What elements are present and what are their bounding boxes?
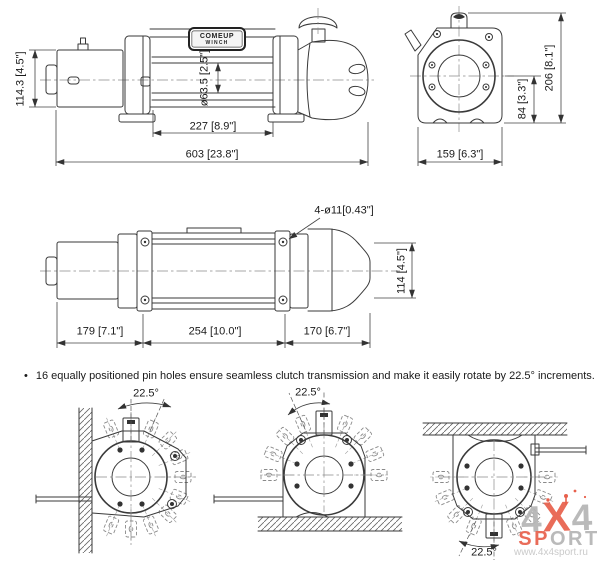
note-bullet: •	[24, 370, 28, 382]
dim-top-mount-holes: 4-ø11[0.43"]	[314, 204, 374, 217]
dim-top-gear-length: 170 [6.7"]	[303, 325, 351, 338]
watermark-splatter	[546, 489, 587, 505]
dim-top-width: 114 [4.5"]	[395, 248, 408, 294]
top-view-drawing	[40, 227, 400, 312]
dim-front-center-height: 84 [3.3"]	[516, 78, 529, 120]
comeup-winch-badge: COMEUP WINCH	[188, 27, 246, 51]
watermark-sport-gray: ORT	[549, 528, 600, 550]
angle-label-ceiling-mount: 22.5°	[471, 546, 497, 559]
badge-product-text: WINCH	[205, 39, 229, 46]
dim-front-overall-height: 206 [8.1"]	[543, 44, 556, 92]
rotation-diagram-wall-mount	[35, 396, 196, 554]
angle-label-wall-mount: 22.5°	[133, 387, 159, 400]
badge-brand-text: COMEUP	[199, 32, 235, 40]
dim-front-width: 159 [6.3"]	[436, 148, 484, 161]
rotation-diagram-ceiling-mount	[422, 422, 587, 560]
rotation-diagram-floor-mount	[213, 392, 403, 532]
dim-top-bolt-spacing: 254 [10.0"]	[188, 325, 242, 338]
dim-side-drum-diameter: ø63.5 [2.5"]	[198, 49, 211, 107]
pin-holes-note: • 16 equally positioned pin holes ensure…	[24, 369, 602, 384]
top-view-dimensions	[56, 217, 416, 348]
dim-side-drum-length: 227 [8.9"]	[189, 120, 237, 133]
front-view-dimensions	[417, 12, 566, 166]
front-view-drawing	[404, 6, 514, 132]
dim-side-height: 114.3 [4.5"]	[14, 51, 27, 107]
watermark-url: www.4x4sport.ru	[514, 547, 588, 558]
watermark-sport-text: SPORT	[518, 529, 599, 549]
watermark-sport-red: SP	[518, 528, 550, 550]
side-view-dimensions	[29, 49, 369, 166]
dim-top-motor-length: 179 [7.1"]	[76, 325, 124, 338]
angle-label-floor-mount: 22.5°	[295, 386, 321, 399]
note-text: 16 equally positioned pin holes ensure s…	[35, 370, 595, 382]
dim-side-overall-length: 603 [23.8"]	[185, 148, 239, 161]
